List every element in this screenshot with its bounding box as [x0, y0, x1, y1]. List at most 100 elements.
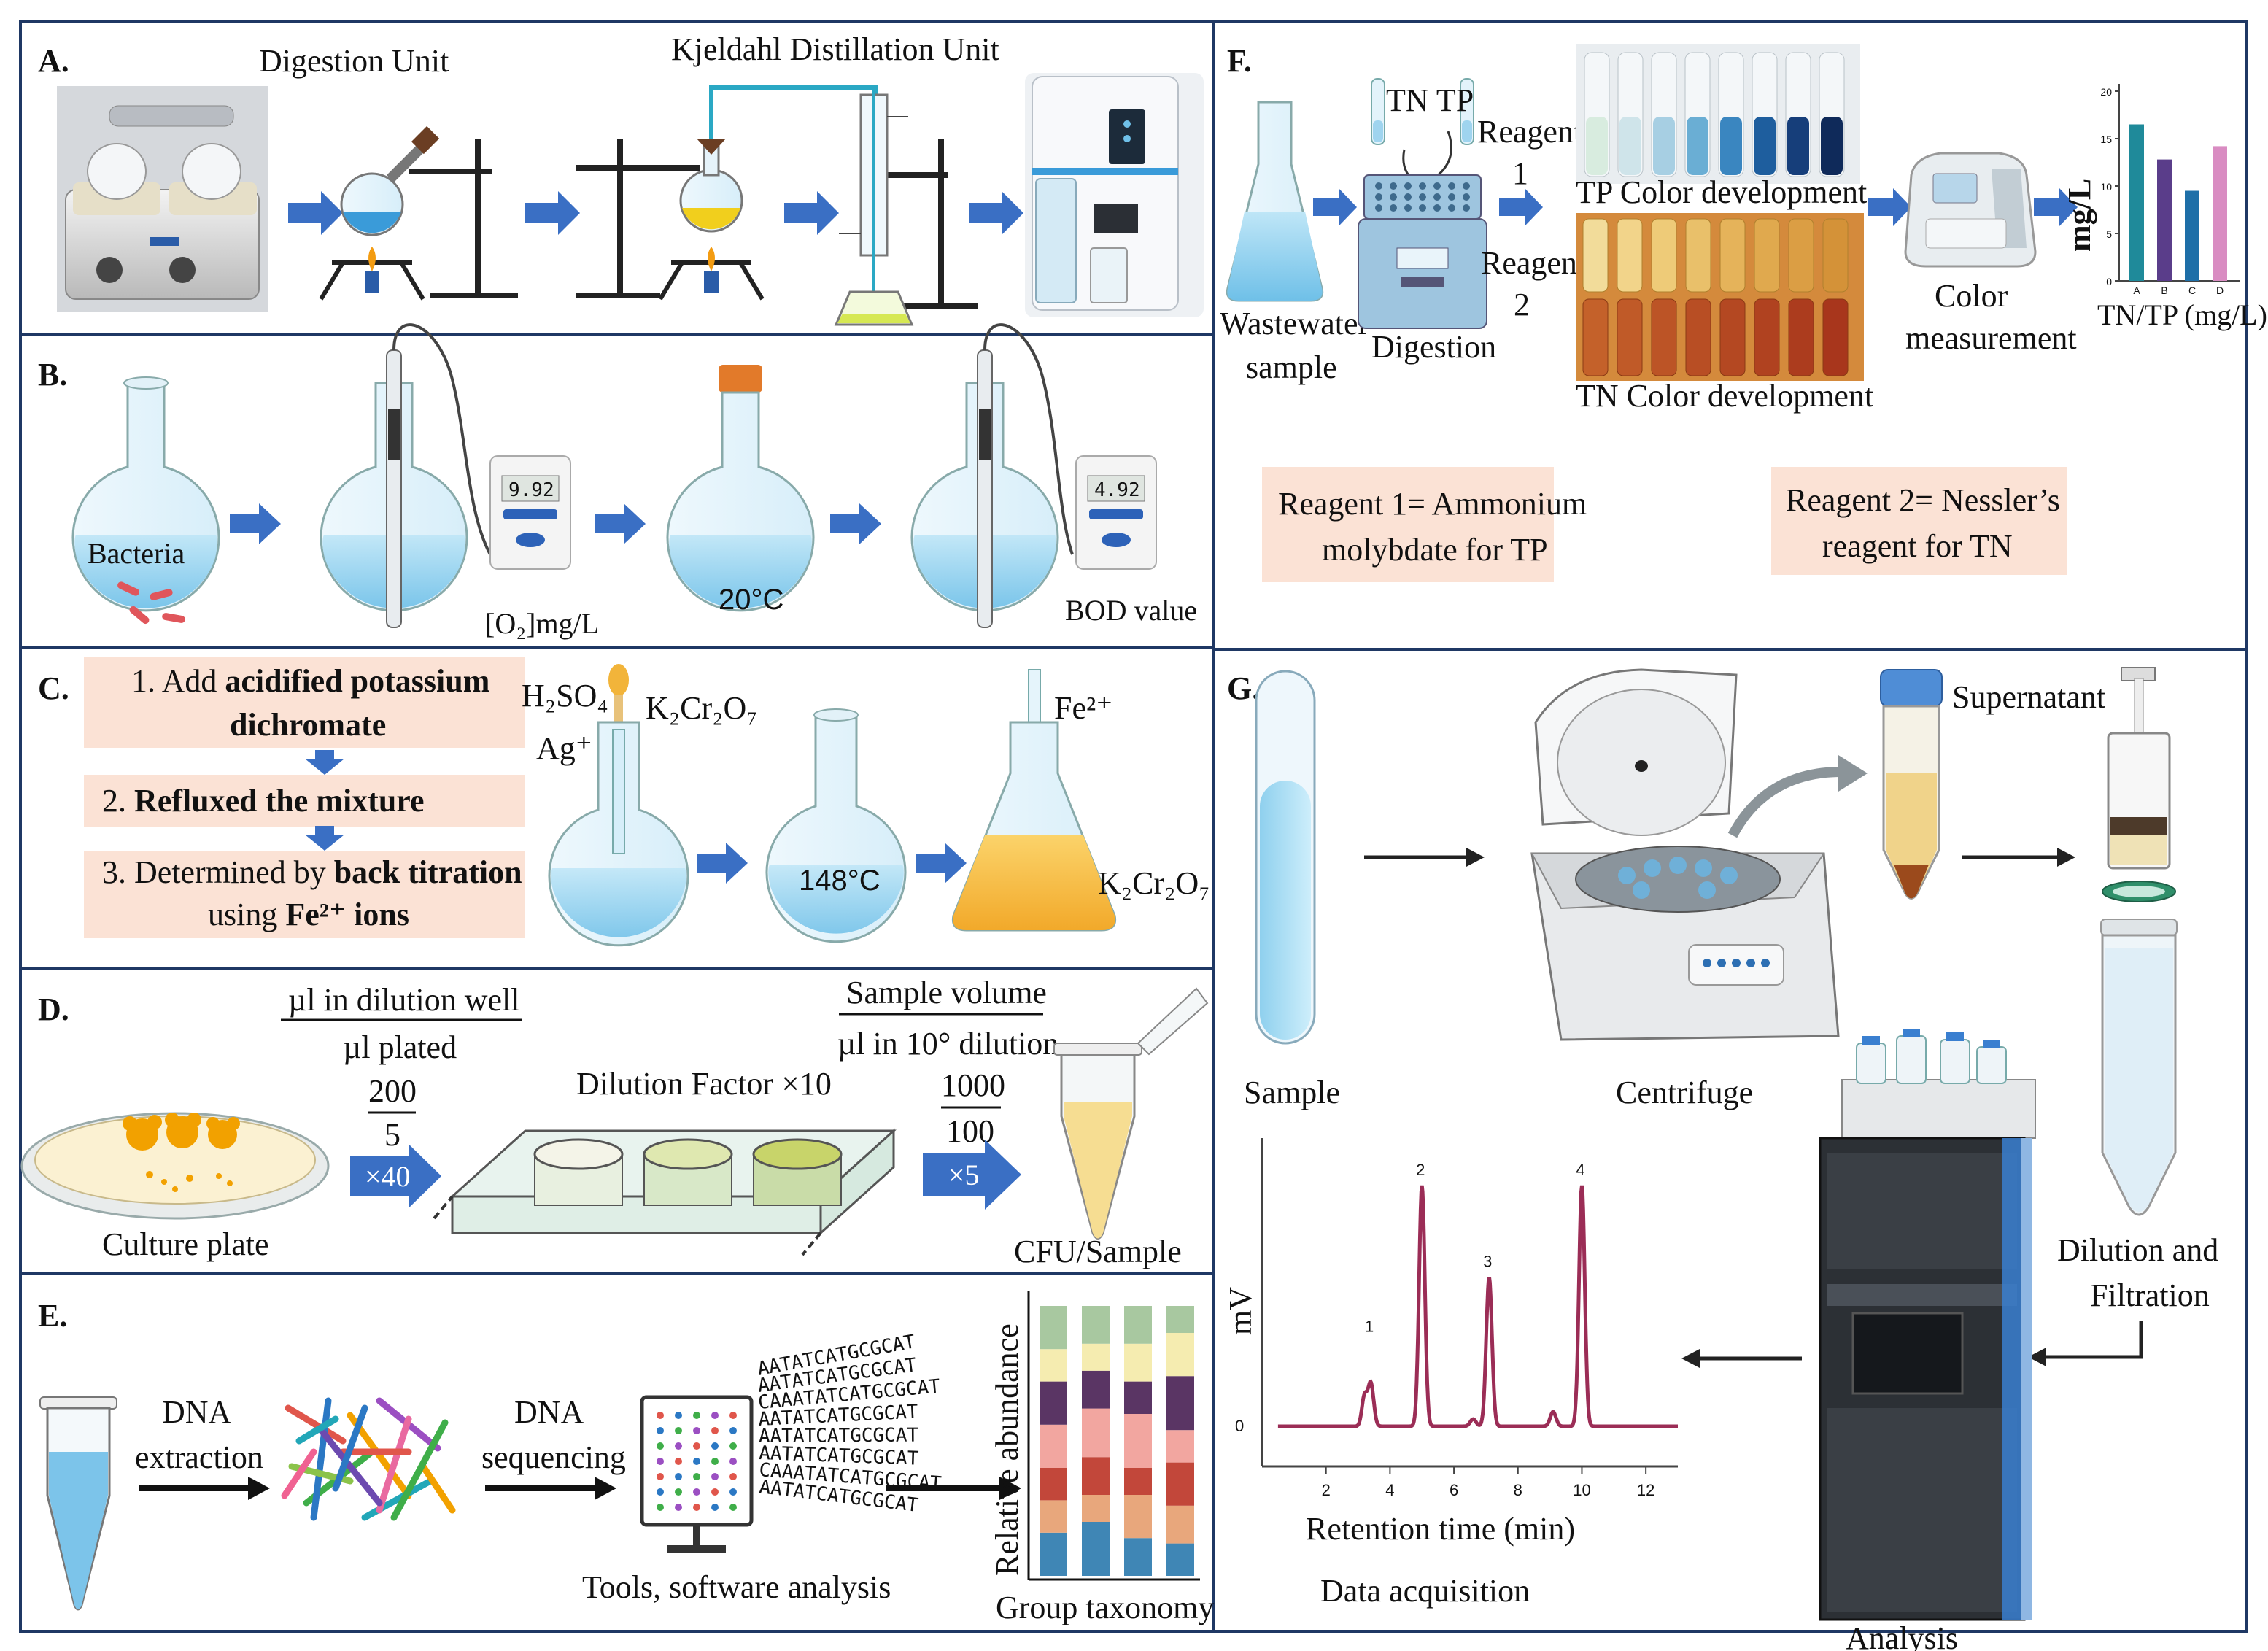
analysis-label: Analysis — [1846, 1620, 1958, 1651]
peak-label: 1 — [1365, 1318, 1374, 1336]
k2cr2o7-right-label: K₂Cr₂O₇ — [1098, 865, 1210, 901]
sequencer-dot — [729, 1488, 737, 1496]
block-hole — [1390, 182, 1397, 190]
x-tick-label: 2 — [1322, 1481, 1331, 1499]
chromatogram-line — [1277, 1185, 1678, 1428]
block-hole — [1390, 204, 1397, 212]
dna-sequencing-label-2: sequencing — [481, 1439, 626, 1475]
process-arrows-a — [288, 191, 1023, 235]
flow-arrow-e1 — [139, 1477, 270, 1500]
sequencer-dot — [675, 1473, 682, 1480]
abundance-segment — [1166, 1543, 1194, 1576]
tn-tube-bottom — [1754, 298, 1780, 376]
sequencer-dot — [711, 1412, 719, 1419]
incubation-temp-label: 20°C — [719, 584, 783, 616]
abundance-segment — [1040, 1532, 1067, 1576]
x-tick-label: 8 — [1514, 1481, 1522, 1499]
iron-ion-label: Fe²⁺ — [1054, 690, 1112, 726]
panel-c-letter: C. — [38, 670, 69, 706]
tn-tube-bottom — [1582, 298, 1609, 376]
abundance-segment — [1124, 1381, 1152, 1414]
sample-label: Sample — [1244, 1075, 1340, 1110]
wastewater-flask — [1226, 101, 1324, 302]
mini-tick-label: 15 — [2100, 134, 2112, 145]
block-hole — [1448, 182, 1455, 190]
x-tick-label: 4 — [1385, 1481, 1394, 1499]
tn-tube-bottom — [1719, 298, 1746, 376]
abundance-segment — [1166, 1505, 1194, 1544]
flow-arrow-g3 — [2028, 1321, 2143, 1366]
sequencer-dot — [693, 1504, 700, 1511]
mini-bar — [2129, 124, 2144, 281]
incubation-flask: 20°C — [666, 365, 815, 616]
silver-ion-label: Ag⁺ — [536, 730, 592, 766]
tn-tube-bottom — [1822, 298, 1849, 376]
multiplier-arrow-1: ×40 — [350, 1144, 441, 1208]
tp-color-photo — [1576, 44, 1860, 184]
distillation-unit-label: Kjeldahl Distillation Unit — [671, 31, 999, 67]
abundance-chart: Relative abundance — [989, 1291, 1200, 1581]
flow-arrow-e2 — [485, 1477, 616, 1500]
svg-text:2. Refluxed the mixture: 2. Refluxed the mixture — [102, 783, 425, 819]
color-measurement-label-2: measurement — [1905, 320, 2077, 356]
tn-tube-bottom — [1651, 298, 1677, 376]
tp-color-label: TP Color development — [1576, 174, 1867, 210]
wastewater-label-2: sample — [1246, 349, 1337, 385]
sample-tube — [1255, 670, 1316, 1045]
panel-a-letter: A. — [38, 43, 69, 79]
sequencer-dot — [693, 1427, 700, 1434]
panel-f: F. Wastewater sample TN TP — [1220, 43, 2267, 582]
heated-flask-1 — [319, 125, 518, 301]
step1-bold-b: dichromate — [230, 707, 386, 743]
abundance-segment — [1040, 1424, 1067, 1468]
panel-b: B. Bacteria — [38, 323, 1197, 640]
abundance-segment — [1166, 1462, 1194, 1506]
sequence-read: AATATCATGCGCAT — [759, 1424, 919, 1447]
abundance-segment — [1082, 1408, 1110, 1458]
reflux-flask — [548, 664, 689, 947]
color-measurement-label-1: Color — [1935, 278, 2008, 314]
sequencer-dot — [693, 1442, 700, 1450]
abundance-segment — [1082, 1495, 1110, 1522]
curved-arrow-g — [1727, 755, 1868, 838]
tn-tp-label: TN TP — [1386, 82, 1474, 118]
block-hole — [1433, 204, 1441, 212]
panel-a: A. Digestion Unit Kjeldahl Distillation … — [38, 31, 1204, 326]
sequencer-dot — [675, 1504, 682, 1511]
sequencer-dot — [675, 1488, 682, 1496]
block-hole — [1375, 204, 1382, 212]
step1-plain: 1. Add — [131, 663, 225, 699]
abundance-segment — [1082, 1306, 1110, 1344]
mini-tick-label: 5 — [2106, 228, 2112, 240]
tn-tube-bottom — [1685, 298, 1711, 376]
process-arrows-f — [1313, 188, 2078, 226]
digestion-unit-label: Digestion Unit — [259, 43, 449, 79]
mini-tick-label: 0 — [2106, 276, 2112, 287]
reagent2-label-b: 2 — [1514, 287, 1530, 322]
block-hole — [1419, 182, 1426, 190]
bacteria-icons — [117, 581, 185, 625]
dna-tube — [39, 1396, 117, 1611]
panel-c: C. 1. Add acidified potassium dichromate… — [38, 657, 1210, 947]
oxygen-unit-label: [O₂]mg/L — [485, 607, 599, 640]
digestion-apparatus-image — [57, 86, 268, 312]
sequencer-dot — [729, 1427, 737, 1434]
sequencer-dot — [693, 1458, 700, 1465]
digestion-block-holes — [1375, 182, 1470, 212]
dilution-factor-label: Dilution Factor ×10 — [576, 1066, 832, 1102]
step3-line2-plain: using — [208, 897, 285, 932]
chromatogram-xlabel: Retention time (min) — [1306, 1511, 1575, 1547]
block-hole — [1404, 204, 1412, 212]
sequencer-dot — [711, 1504, 719, 1511]
chromatogram-y-zero: 0 — [1235, 1417, 1244, 1435]
fraction3-top: Sample volume — [846, 975, 1047, 1010]
reagent1-note-line2: molybdate for TP — [1322, 532, 1548, 568]
dna-sequence-reads: AATATCATGCGCATAATATCATGCGCATCAAATATCATGC… — [756, 1331, 943, 1517]
abundance-segment — [1124, 1343, 1152, 1382]
panel-e-letter: E. — [38, 1298, 67, 1334]
centrifuge — [1530, 668, 1840, 1041]
sequencer-dot — [657, 1412, 664, 1419]
